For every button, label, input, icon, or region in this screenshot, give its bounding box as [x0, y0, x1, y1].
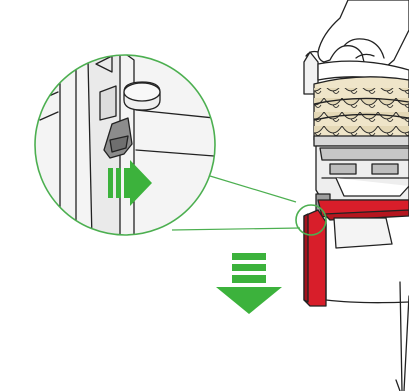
- cyclone-pack: [314, 77, 409, 146]
- cyclone-shroud: [316, 146, 409, 200]
- zoomed-detail: [30, 50, 230, 250]
- shroud-lower: [334, 218, 392, 248]
- push-down-arrow-icon: [216, 253, 282, 314]
- vacuum-machine: [304, 0, 409, 391]
